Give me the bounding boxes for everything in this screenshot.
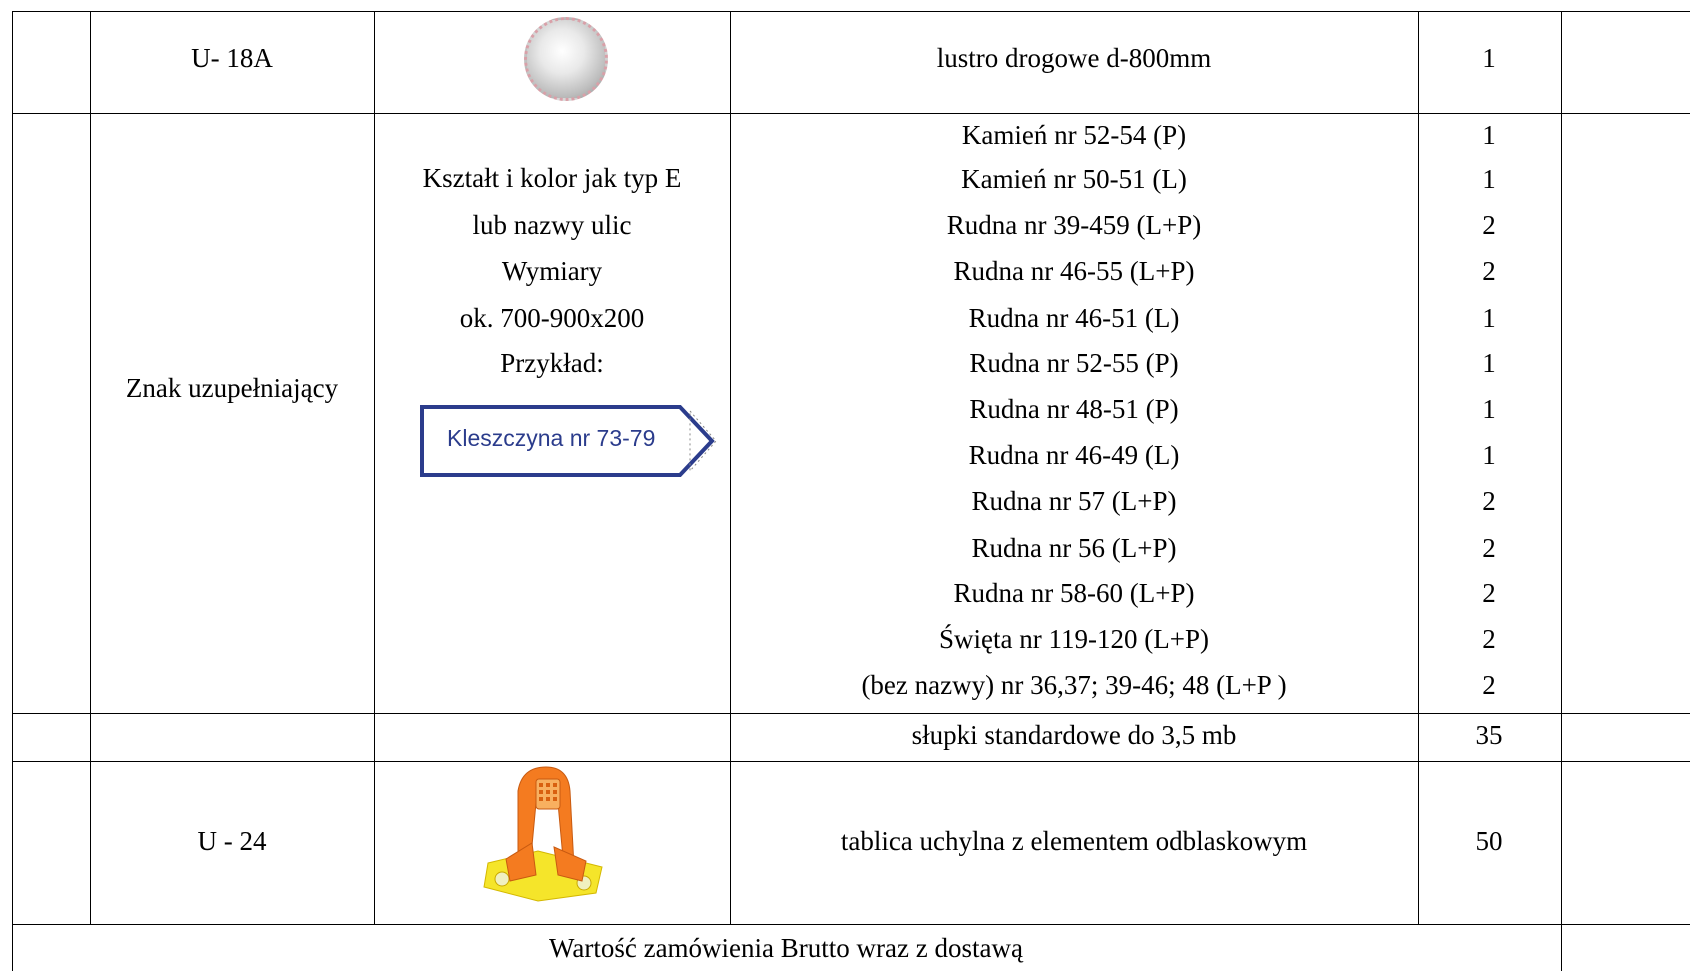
row-divider <box>12 924 1690 925</box>
item-description: Kamień nr 52-54 (P) <box>961 120 1187 150</box>
arrow-sign-icon <box>420 405 717 477</box>
item-description: Rudna nr 52-55 (P) <box>969 348 1179 378</box>
item-quantity: 2 <box>1482 486 1496 516</box>
item-description: tablica uchylna z elementem odblaskowym <box>840 826 1308 856</box>
row-divider <box>12 713 1690 714</box>
item-description: lustro drogowe d-800mm <box>936 43 1212 73</box>
sign-code: Znak uzupełniający <box>125 373 339 403</box>
item-quantity: 2 <box>1482 670 1496 700</box>
sign-code: U - 24 <box>197 826 267 856</box>
item-quantity: 1 <box>1482 164 1496 194</box>
spec-line: ok. 700-900x200 <box>459 303 645 333</box>
item-quantity: 1 <box>1482 120 1496 150</box>
tilting-bollard-icon <box>478 763 612 903</box>
spec-line: Przykład: <box>500 348 604 378</box>
item-description: Kamień nr 50-51 (L) <box>961 164 1187 194</box>
table-border-top <box>12 11 1690 12</box>
spec-line: Wymiary <box>501 256 603 286</box>
item-description: Rudna nr 46-55 (L+P) <box>953 256 1195 286</box>
item-description: Święta nr 119-120 (L+P) <box>939 624 1209 654</box>
column-divider <box>730 11 731 924</box>
item-description: Rudna nr 57 (L+P) <box>971 486 1177 516</box>
item-description: Rudna nr 46-49 (L) <box>968 440 1180 470</box>
item-quantity: 50 <box>1475 826 1503 856</box>
item-description: Rudna nr 39-459 (L+P) <box>946 210 1202 240</box>
item-quantity: 1 <box>1482 303 1496 333</box>
column-divider <box>1418 11 1419 924</box>
bollard-image-icon <box>483 766 603 902</box>
sign-text: Kleszczyna nr 73-79 <box>447 425 656 451</box>
road-mirror-icon <box>524 17 608 101</box>
table-border-left <box>12 11 13 971</box>
item-description: Rudna nr 58-60 (L+P) <box>953 578 1195 608</box>
item-quantity: 1 <box>1482 394 1496 424</box>
item-quantity: 1 <box>1482 348 1496 378</box>
spec-line: Kształt i kolor jak typ E <box>422 163 682 193</box>
spec-line: lub nazwy ulic <box>472 210 632 240</box>
item-description: Rudna nr 46-51 (L) <box>968 303 1180 333</box>
item-quantity: 1 <box>1482 43 1496 73</box>
item-quantity: 2 <box>1482 533 1496 563</box>
sign-code: U- 18A <box>191 43 273 73</box>
item-description: (bez nazwy) nr 36,37; 39-46; 48 (L+P ) <box>861 670 1287 700</box>
column-divider <box>90 11 91 924</box>
column-divider <box>1561 11 1562 971</box>
item-description: słupki standardowe do 3,5 mb <box>911 720 1237 750</box>
total-label: Wartość zamówienia Brutto wraz z dostawą <box>549 933 1023 963</box>
example-street-sign-icon: Kleszczyna nr 73-79 <box>420 405 720 477</box>
row-divider <box>12 761 1690 762</box>
item-quantity: 2 <box>1482 624 1496 654</box>
row-divider <box>12 113 1690 114</box>
column-divider <box>374 11 375 924</box>
item-quantity: 2 <box>1482 578 1496 608</box>
item-quantity: 2 <box>1482 256 1496 286</box>
item-description: Rudna nr 56 (L+P) <box>971 533 1177 563</box>
item-quantity: 1 <box>1482 440 1496 470</box>
item-quantity: 35 <box>1475 720 1503 750</box>
item-quantity: 2 <box>1482 210 1496 240</box>
item-description: Rudna nr 48-51 (P) <box>969 394 1179 424</box>
